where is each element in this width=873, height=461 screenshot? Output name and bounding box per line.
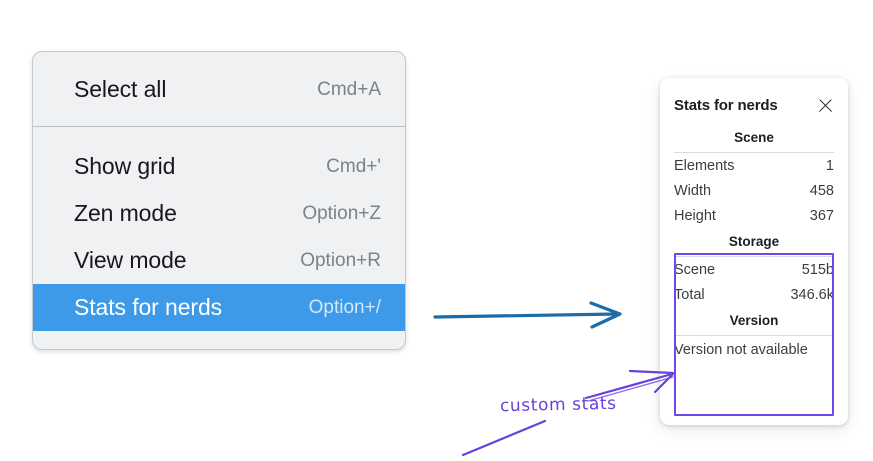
menu-item-stats-for-nerds[interactable]: Stats for nerds Option+/ <box>33 284 405 331</box>
menu-group-secondary: Show grid Cmd+' Zen mode Option+Z View m… <box>33 127 405 331</box>
version-note: Version not available <box>674 342 808 358</box>
stats-panel-header: Stats for nerds <box>674 78 834 124</box>
menu-item-zen-mode[interactable]: Zen mode Option+Z <box>33 190 405 237</box>
stat-row-storage-total: Total 346.6k <box>674 282 834 307</box>
menu-item-select-all[interactable]: Select all Cmd+A <box>33 66 405 113</box>
stat-key: Total <box>674 287 705 303</box>
section-heading-storage: Storage <box>728 234 780 249</box>
close-icon[interactable] <box>817 97 834 114</box>
stat-value: 458 <box>809 183 834 199</box>
menu-item-label: Zen mode <box>74 200 177 226</box>
stat-value: 1 <box>825 158 834 174</box>
stat-row-elements: Elements 1 <box>674 153 834 178</box>
menu-item-label: Show grid <box>74 153 176 179</box>
stat-key: Scene <box>674 262 716 278</box>
blue-arrow <box>433 301 622 329</box>
section-rule <box>674 256 834 257</box>
stat-key: Width <box>674 183 712 199</box>
stats-for-nerds-panel: Stats for nerds Scene Elements 1 Width 4… <box>660 78 848 425</box>
stat-row-height: Height 367 <box>674 203 834 228</box>
menu-item-label: Select all <box>74 76 167 102</box>
menu-group-primary: Select all Cmd+A <box>33 52 405 126</box>
custom-stats-annotation-label: custom stats <box>499 393 617 417</box>
stat-row-width: Width 458 <box>674 178 834 203</box>
menu-item-show-grid[interactable]: Show grid Cmd+' <box>33 143 405 190</box>
menu-divider <box>33 126 405 127</box>
menu-item-label: View mode <box>74 247 187 273</box>
menu-item-shortcut: Option+Z <box>302 202 381 224</box>
section-heading-version: Version <box>729 313 779 328</box>
stat-value: 515b <box>801 262 834 278</box>
section-rule <box>674 335 834 336</box>
stat-key: Height <box>674 208 716 224</box>
menu-item-shortcut: Option+R <box>300 249 381 271</box>
section-heading-scene: Scene <box>734 130 774 145</box>
menu-item-label: Stats for nerds <box>74 294 223 320</box>
stat-value: 367 <box>809 208 834 224</box>
stats-panel-title: Stats for nerds <box>674 96 778 114</box>
section-rule <box>674 152 834 153</box>
stat-value: 346.6k <box>790 287 834 303</box>
context-menu[interactable]: Select all Cmd+A Show grid Cmd+' Zen mod… <box>32 51 406 350</box>
stat-row-storage-scene: Scene 515b <box>674 257 834 282</box>
stat-key: Elements <box>674 158 735 174</box>
purple-underline-stroke <box>461 419 547 457</box>
menu-item-view-mode[interactable]: View mode Option+R <box>33 237 405 284</box>
menu-item-shortcut: Option+/ <box>308 296 381 318</box>
menu-item-shortcut: Cmd+A <box>317 78 381 100</box>
menu-item-shortcut: Cmd+' <box>326 155 381 177</box>
